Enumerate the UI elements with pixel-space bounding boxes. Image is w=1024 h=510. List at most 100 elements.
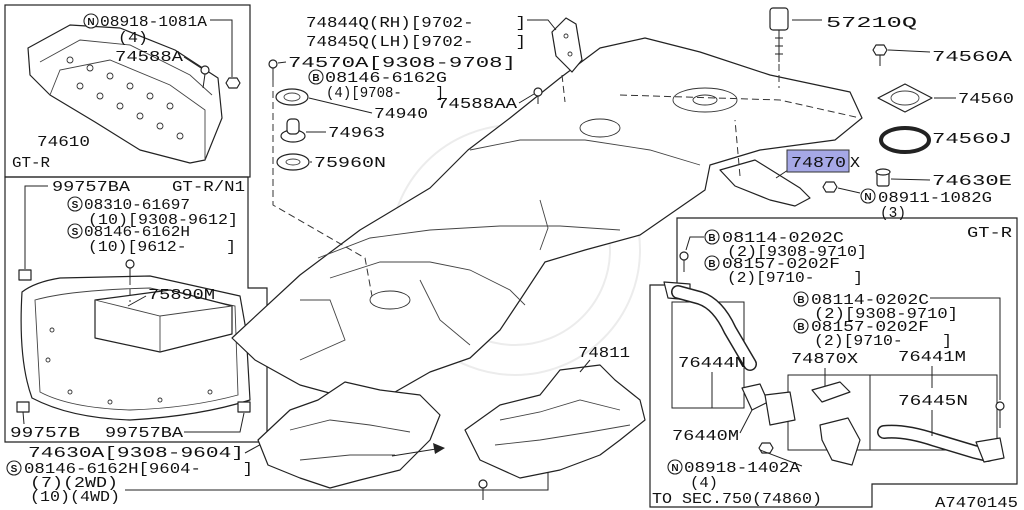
bolt-c-part-number: 08114-0202C [811, 292, 929, 309]
screw-08310-61697 [125, 259, 135, 278]
circle-letter-badge: B [793, 291, 809, 307]
leader-line [518, 93, 535, 104]
bolt-a-quantity: (2)[9308-9710] [727, 244, 867, 261]
clip-99757BA-top [18, 269, 32, 281]
circle-letter: S [72, 227, 79, 238]
leader-line [759, 449, 803, 467]
circle-letter: B [312, 73, 319, 84]
variant-label: GT-R [967, 225, 1012, 242]
circle-letter-badge: S [67, 196, 83, 212]
clip-99757B [16, 401, 30, 413]
bolt-08114-0202C-rear [995, 401, 1005, 428]
leader-line [890, 178, 931, 181]
tube-76445N [877, 424, 995, 462]
circle-letter: S [72, 200, 79, 211]
clip-top-part-number: 99757BA [52, 179, 130, 196]
nut-quantity: (3) [880, 205, 906, 222]
bolt-alt-part-number: 08146-6162G [325, 70, 447, 87]
leader-line [775, 169, 789, 179]
leader-line [308, 97, 373, 114]
circle-letter: N [671, 463, 678, 474]
bracket-74870X-lower [811, 381, 851, 403]
bracket-74844Q [551, 17, 583, 73]
leader-line [24, 185, 48, 269]
figure-code: A7470145 [935, 495, 1018, 510]
leader-line [619, 94, 861, 119]
nut-quantity: (4) [118, 30, 148, 47]
tray-part-number: 75890M [148, 287, 215, 304]
circle-letter-badge: B [704, 229, 720, 245]
circle-letter: N [864, 192, 871, 203]
bolt-part-number: 74588A [115, 49, 183, 66]
frame-middle-left [4, 176, 268, 443]
leader-line [184, 412, 245, 433]
circle-letter-badge: S [6, 460, 22, 476]
cover-screw-part-number: 08146-6162H[9604- ] [24, 461, 253, 478]
seal-part-number: 75960N [314, 155, 386, 172]
plate-part-number: 74560 [958, 91, 1014, 108]
section-reference: TO SEC.750(74860) [652, 491, 822, 508]
cover-screw-qty-2wd: (7)(2WD) [30, 475, 118, 492]
circle-letter: B [797, 322, 804, 333]
under-cover-74630A [257, 381, 441, 489]
pad-part-number: 74940 [374, 106, 428, 123]
bracket-part-number: 74870X [791, 351, 858, 368]
circle-letter-badge: B [704, 255, 720, 271]
rear-panel-74610 [27, 24, 223, 164]
grommet-74963 [280, 118, 306, 143]
bracket-rh-part-number: 74844Q(RH)[9702- ] [306, 15, 526, 32]
screw-a-part-number: 08310-61697 [84, 197, 190, 214]
bracket-74870X-mount [819, 417, 861, 466]
bolt-08114-0202C [679, 251, 689, 272]
leader-line [685, 236, 704, 251]
circle-letter: S [11, 464, 18, 475]
bolt-b-part-number: 08157-0202F [722, 256, 840, 273]
bolt-a-part-number: 08114-0202C [722, 230, 844, 247]
nut-08911-1082G [822, 181, 838, 193]
clip-left-part-number: 99757B [10, 425, 80, 442]
clip-bottom-part-number: 99757BA [105, 425, 183, 442]
circle-letter: B [797, 295, 804, 306]
cap-part-number: 74630E [932, 173, 1012, 190]
circle-letter-badge: N [83, 13, 99, 29]
under-cover-74811 [464, 364, 646, 479]
bolt-d-part-number: 08157-0202F [811, 319, 929, 336]
circle-letter-badge: N [860, 188, 876, 204]
circle-letter: N [87, 17, 94, 28]
highlight-box[interactable] [786, 149, 850, 173]
bolt-cover-screw [478, 479, 488, 500]
screw-b-part-number: 08146-6162H [84, 224, 190, 241]
leader-line [561, 74, 566, 103]
bolt-74570A [268, 59, 278, 80]
tube-assy-part-number: 76440M [672, 428, 739, 445]
bolt-part-number: 74570A[9308-9708] [288, 55, 516, 72]
bolt-alt-quantity: (4)[9708- ] [326, 85, 444, 102]
circle-letter-badge: S [67, 223, 83, 239]
variant-label: GT-R [12, 155, 50, 172]
leader-line [210, 19, 233, 77]
screw-b-quantity: (10)[9612- ] [88, 239, 236, 256]
highlighted-part-number[interactable]: 74870 [791, 155, 846, 172]
nut-08918-1402A [758, 442, 774, 454]
bracket-74870X-upper [764, 391, 796, 426]
cover-part-number: 74630A[9308-9604] [28, 445, 244, 462]
leader-line [739, 409, 753, 434]
plug-57210Q [769, 7, 789, 62]
nut-quantity: (4) [690, 475, 718, 492]
leader-line [930, 297, 1001, 400]
circle-letter-badge: B [308, 69, 324, 85]
clip-99757BA-bottom [237, 401, 251, 413]
nut-part-number: 08911-1082G [878, 190, 992, 207]
cover-screw-qty-4wd: (10)(4WD) [30, 489, 120, 506]
tube-rear-b-part-number: 76445N [898, 393, 968, 410]
grommet-part-number: 74963 [328, 125, 385, 142]
nut-part-number: 08918-1402A [684, 460, 800, 477]
arrow-icon [391, 443, 445, 457]
leader-line [22, 411, 25, 425]
nut-08918-1081A [225, 77, 241, 89]
tube-end-bracket [975, 437, 1005, 463]
bolt-c-quantity: (2)[9308-9710] [814, 306, 958, 323]
bolt-74560A [872, 44, 888, 66]
tube-clamp [741, 383, 769, 411]
